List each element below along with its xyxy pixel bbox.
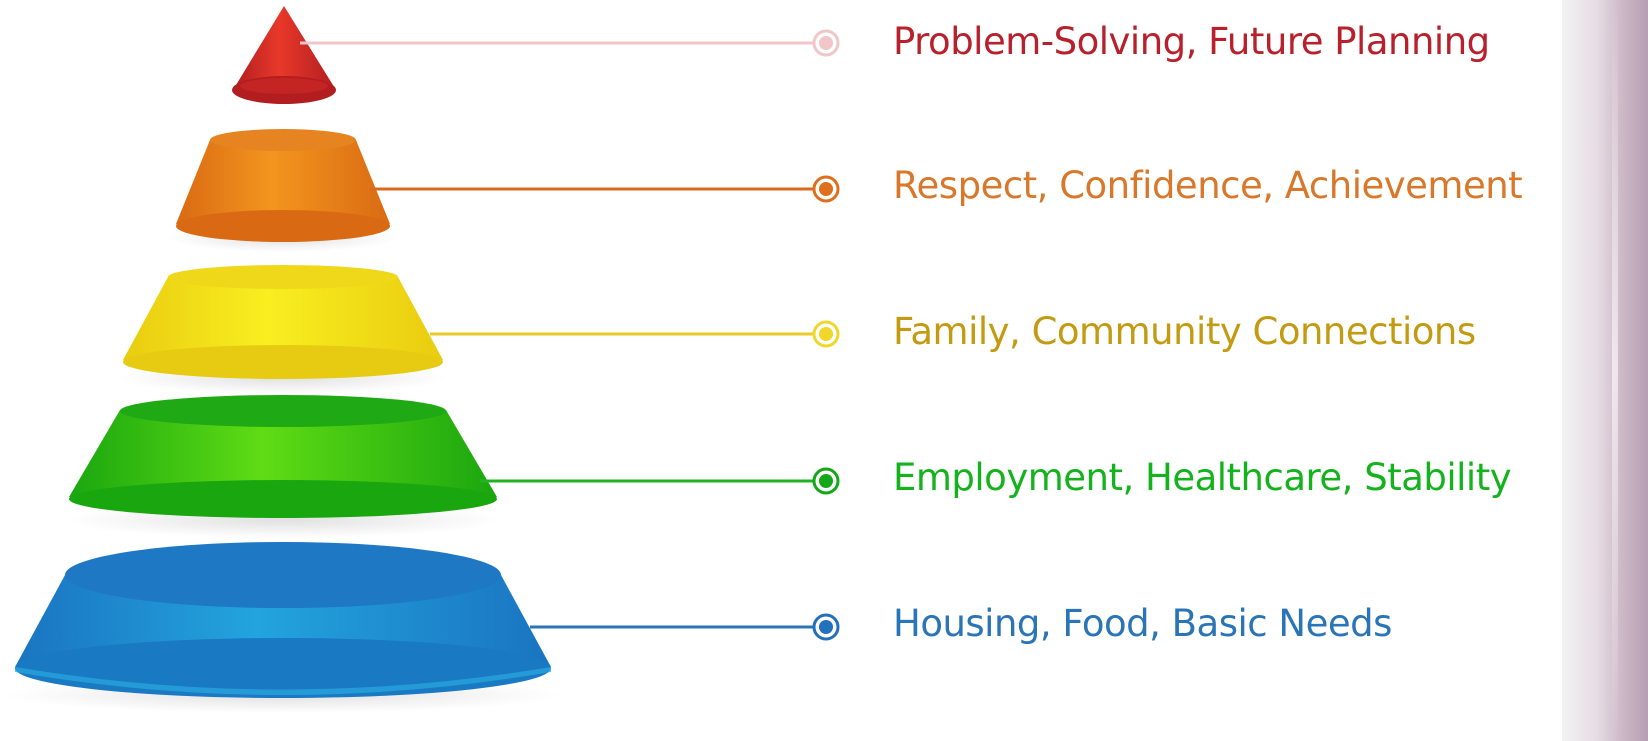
tier-3-shape — [63, 395, 503, 538]
tier-3-connector — [480, 467, 840, 495]
tier-3-label: Employment, Healthcare, Stability — [893, 456, 1512, 499]
tier-4-shape — [3, 542, 563, 713]
tier-1-label: Respect, Confidence, Achievement — [893, 164, 1523, 207]
tier-0-shape — [232, 6, 336, 104]
tier-0-label: Problem-Solving, Future Planning — [893, 20, 1490, 63]
tier-1-connector — [370, 175, 840, 203]
tier-2-label: Family, Community Connections — [893, 310, 1476, 353]
tier-4-label: Housing, Food, Basic Needs — [893, 602, 1392, 645]
tier-2-shape — [118, 265, 448, 394]
tier-0-connector — [300, 29, 840, 57]
tier-2-connector — [430, 320, 840, 348]
background-edge-highlight — [1612, 0, 1618, 741]
tier-4-connector — [530, 613, 840, 641]
background-edge-decoration — [1562, 0, 1648, 741]
tier-1-shape — [168, 129, 398, 252]
